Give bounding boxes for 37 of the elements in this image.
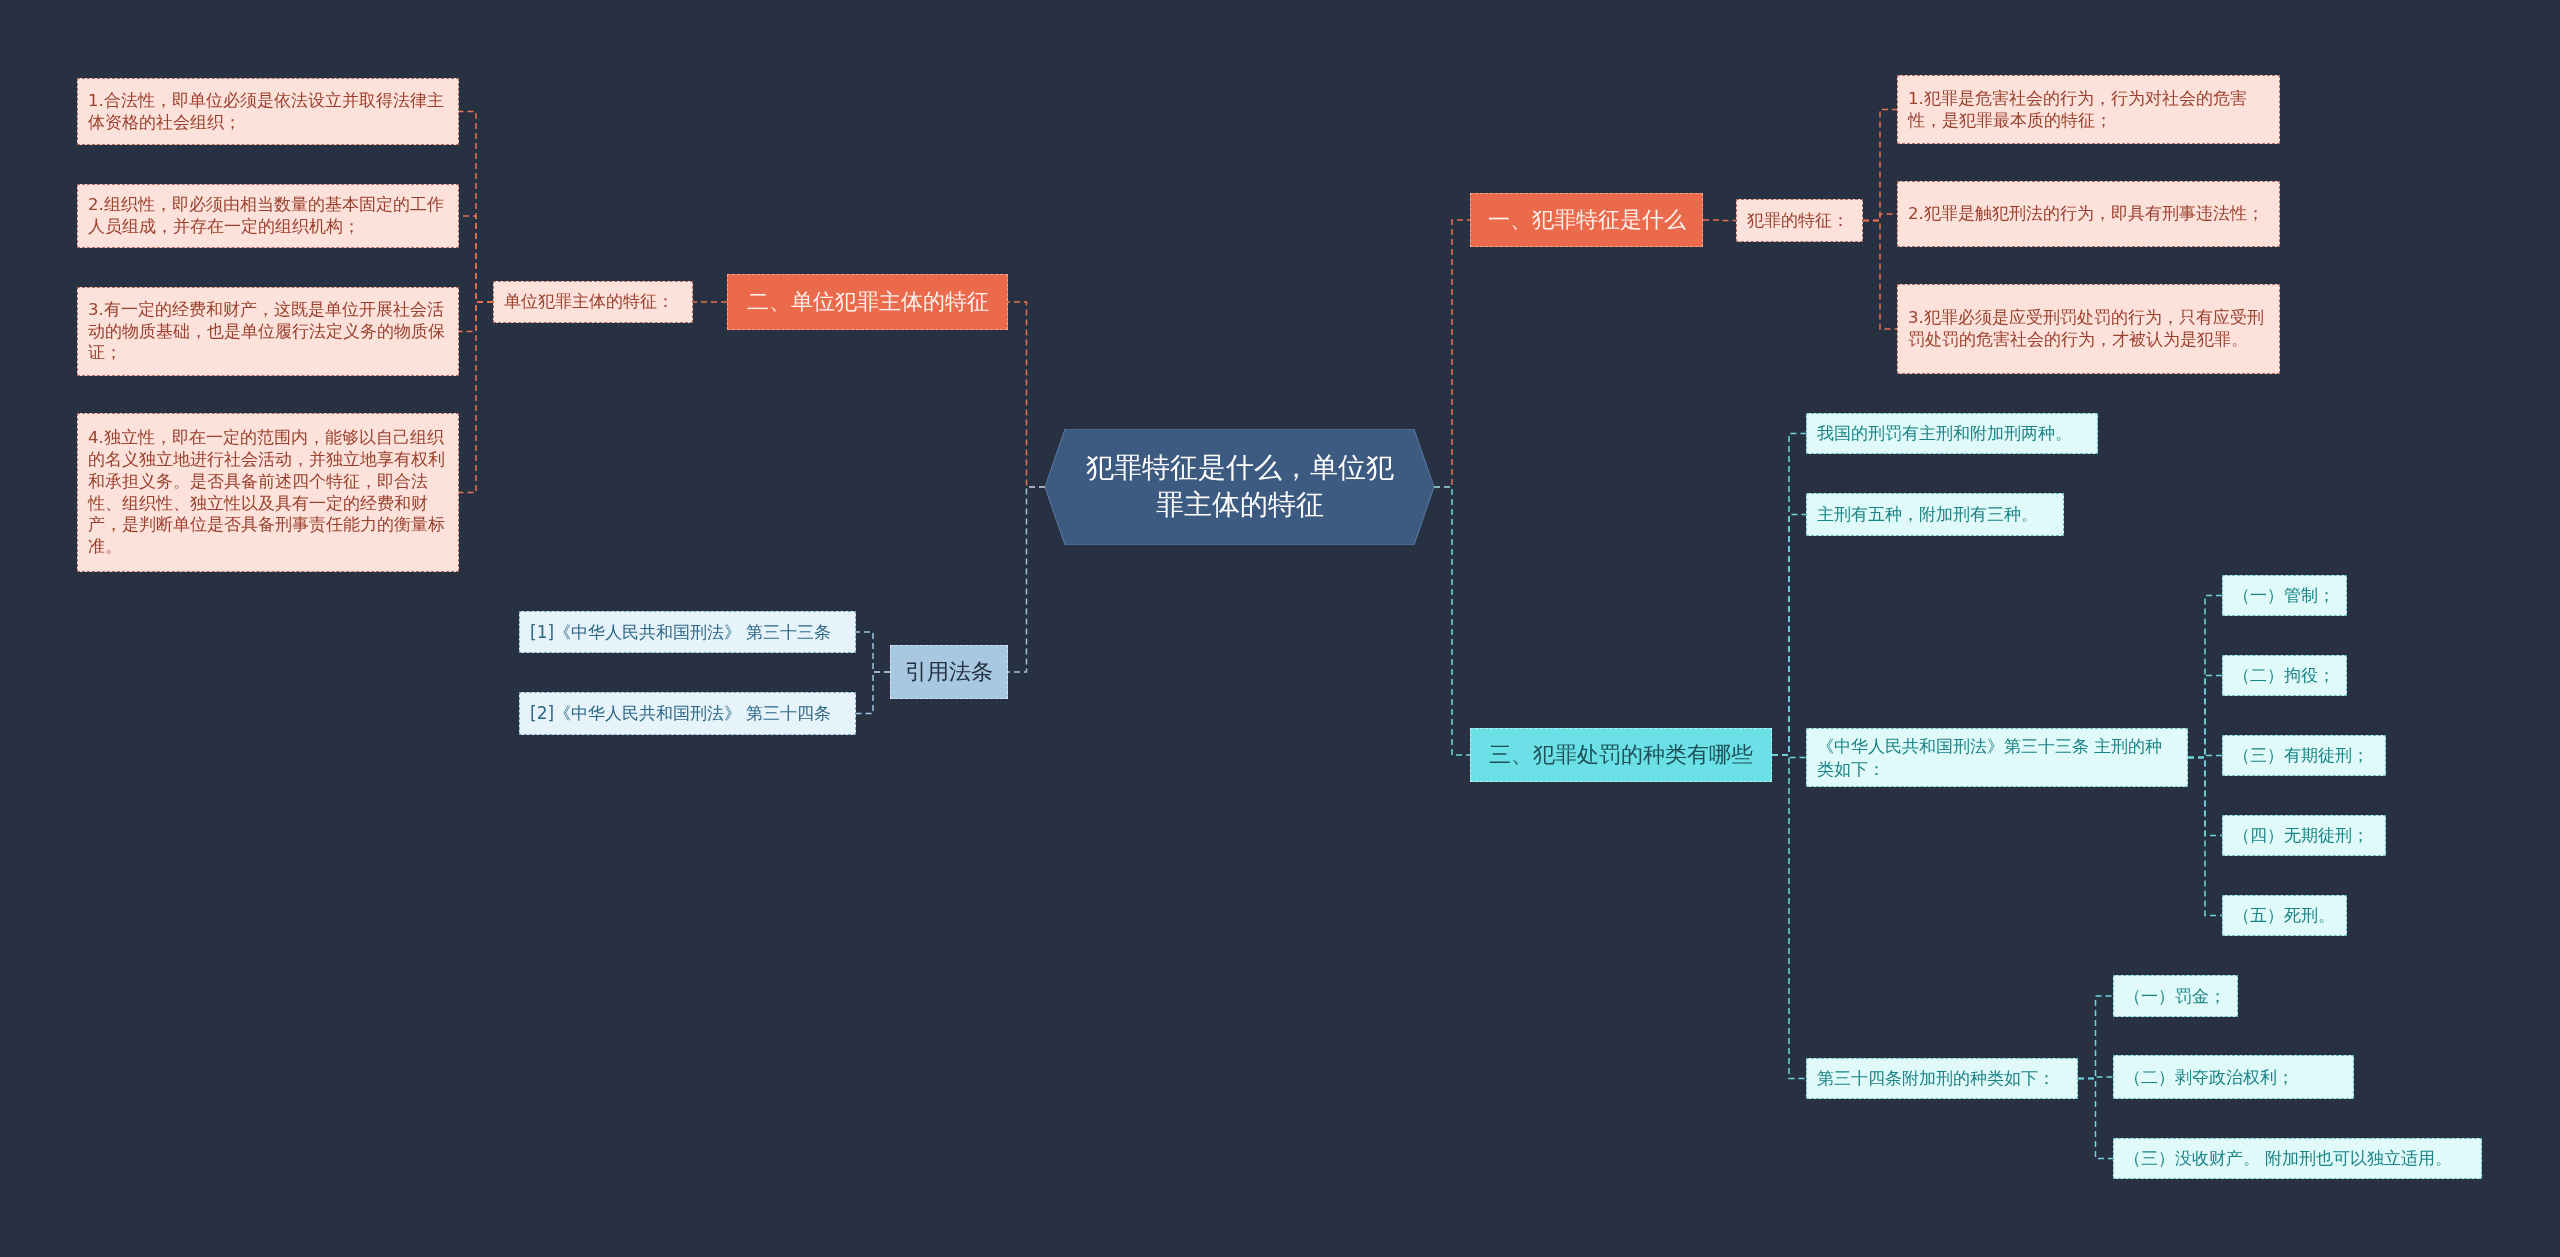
- connector-line: [458, 301, 494, 494]
- note-box: 3.有一定的经费和财产，这既是单位开展社会活动的物质基础，也是单位履行法定义务的物质保证；: [77, 287, 459, 376]
- note-box: 主刑有五种，附加刑有三种。: [1806, 493, 2064, 536]
- note-box: 1.犯罪是危害社会的行为，行为对社会的危害性，是犯罪最本质的特征；: [1897, 75, 2280, 144]
- connector-line: [1007, 486, 1046, 673]
- topic-box: 三、犯罪处罚的种类有哪些: [1470, 728, 1772, 782]
- note-box: 2.组织性，即必须由相当数量的基本固定的工作人员组成，并存在一定的组织机构；: [77, 184, 459, 248]
- note-box: 我国的刑罚有主刑和附加刑两种。: [1806, 413, 2098, 454]
- connector-line: [1433, 486, 1471, 756]
- connector-line: [2077, 1077, 2114, 1160]
- topic-box: 二、单位犯罪主体的特征: [727, 274, 1008, 330]
- note-box: （一）管制；: [2222, 575, 2347, 616]
- note-box: 《中华人民共和国刑法》第三十三条 主刑的种类如下：: [1806, 728, 2188, 787]
- note-box: 犯罪的特征：: [1736, 199, 1863, 242]
- note-box: [2]《中华人民共和国刑法》 第三十四条: [519, 692, 856, 735]
- note-box: 3.犯罪必须是应受刑罚处罚的行为，只有应受刑罚处罚的危害社会的行为，才被认为是犯罪。: [1897, 284, 2280, 374]
- note-box: （四）无期徒刑；: [2222, 815, 2386, 856]
- note-box: （三）没收财产。 附加刑也可以独立适用。: [2113, 1138, 2482, 1179]
- note-box: 4.独立性，即在一定的范围内，能够以自己组织的名义独立地进行社会活动，并独立地享有权利和承担义务。是否具备前述四个特征，即合法性、组织性、独立性以及具有一定的经费和财产，是判断单位是否具备刑事责任能力的衡量标准。: [77, 413, 459, 572]
- connector-line: [2187, 756, 2223, 917]
- note-box: 第三十四条附加刑的种类如下：: [1806, 1058, 2078, 1099]
- connector-line: [1862, 219, 1898, 330]
- note-box: （一）罚金；: [2113, 975, 2238, 1017]
- note-box: 2.犯罪是触犯刑法的行为，即具有刑事违法性；: [1897, 181, 2280, 247]
- note-box: 单位犯罪主体的特征：: [493, 281, 693, 323]
- note-box: [1]《中华人民共和国刑法》 第三十三条: [519, 611, 856, 653]
- topic-box: 一、犯罪特征是什么: [1470, 193, 1703, 247]
- note-box: （二）剥夺政治权利；: [2113, 1055, 2354, 1099]
- central-topic: 犯罪特征是什么，单位犯罪主体的特征: [1045, 429, 1434, 545]
- connector-line: [692, 301, 728, 303]
- note-box: 1.合法性，即单位必须是依法设立并取得法律主体资格的社会组织；: [77, 78, 459, 145]
- note-box: （五）死刑。: [2222, 895, 2347, 936]
- topic-box: 引用法条: [890, 645, 1008, 699]
- note-box: （三）有期徒刑；: [2222, 735, 2386, 776]
- connector-line: [1702, 219, 1737, 222]
- note-box: （二）拘役；: [2222, 655, 2347, 696]
- connector-line: [855, 671, 891, 715]
